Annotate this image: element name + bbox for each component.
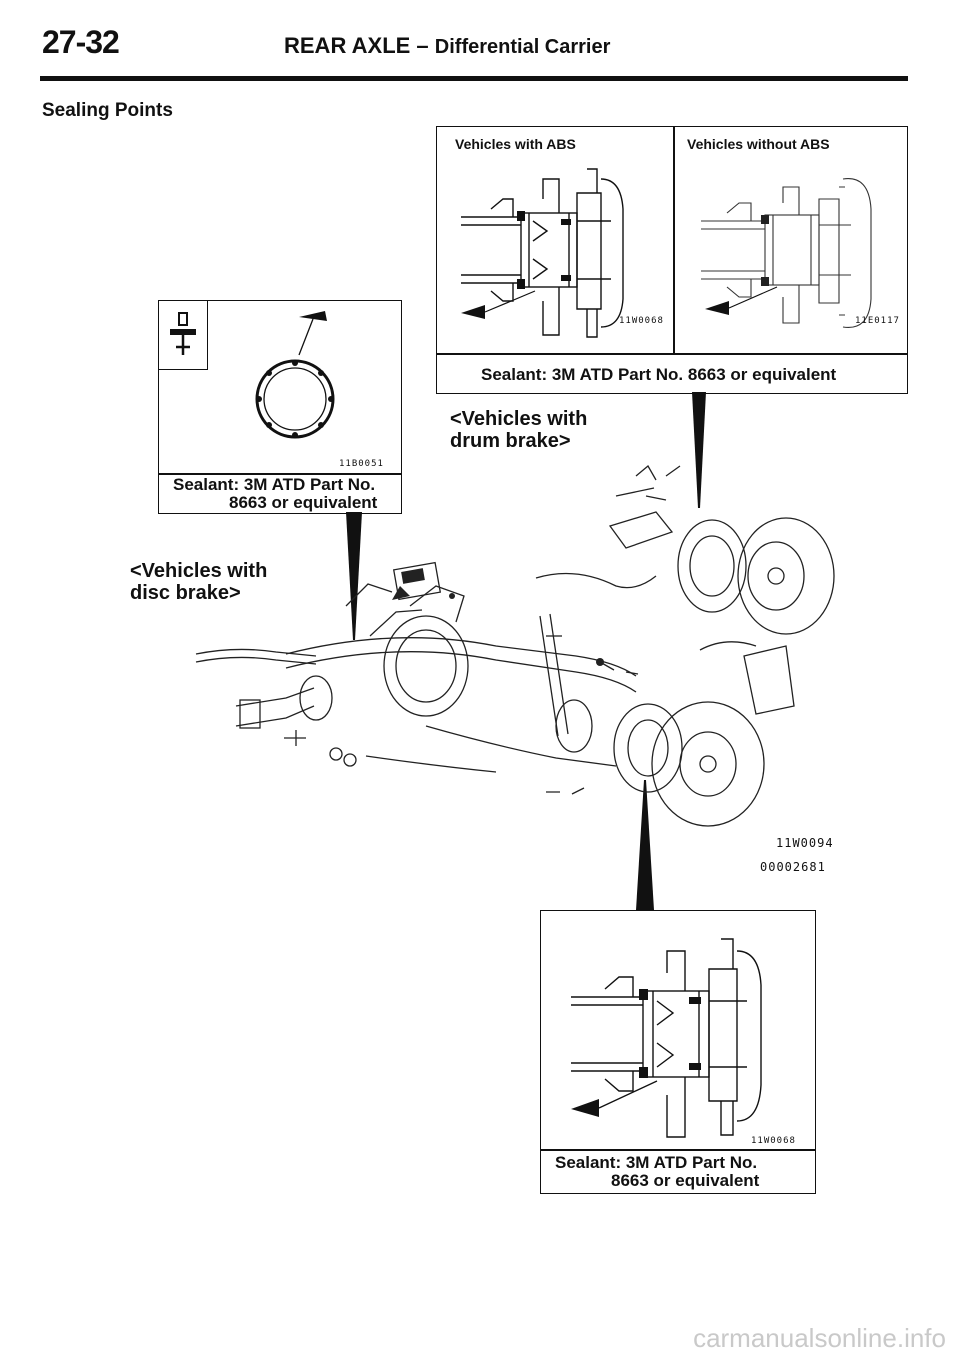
bottom-sealant-line2: 8663 or equivalent bbox=[611, 1171, 760, 1190]
bottom-sealant-line1: Sealant: 3M ATD Part No. bbox=[555, 1153, 758, 1172]
pointer-wedge-bottom bbox=[636, 780, 654, 910]
main-diagram-ref: 00002681 bbox=[760, 860, 826, 874]
cover-panel-tab bbox=[159, 301, 208, 370]
disc-caption-line1: <Vehicles with bbox=[130, 560, 268, 582]
hub-bottom-drawing bbox=[571, 938, 762, 1138]
page-header-title: REAR AXLE – Differential Carrier bbox=[284, 33, 610, 59]
header-subtitle: Differential Carrier bbox=[434, 36, 611, 58]
abs-panel-divider-horizontal bbox=[437, 353, 907, 355]
hub-without-abs-drawing bbox=[701, 178, 872, 328]
page-number: 27-32 bbox=[42, 24, 120, 60]
pointer-wedge-left bbox=[346, 512, 362, 640]
drum-caption-line2: drum brake> bbox=[450, 430, 571, 452]
cover-panel-divider bbox=[159, 473, 401, 475]
pointer-wedge-top bbox=[692, 392, 706, 508]
cover-code: 11B0051 bbox=[339, 459, 384, 469]
abs-panel-sealant: Sealant: 3M ATD Part No. 8663 or equival… bbox=[481, 365, 837, 384]
bottom-hub-code: 11W0068 bbox=[751, 1136, 796, 1146]
cover-panel: 11B0051 Sealant: 3M ATD Part No. 8663 or… bbox=[158, 300, 402, 514]
bottom-hub-panel: 11W0068 Sealant: 3M ATD Part No. 8663 or… bbox=[540, 910, 816, 1194]
without-abs-label: Vehicles without ABS bbox=[687, 136, 830, 152]
cover-sealant-line1: Sealant: 3M ATD Part No. bbox=[173, 475, 376, 494]
drum-caption-line1: <Vehicles with bbox=[450, 408, 588, 430]
sealant-tube-icon bbox=[170, 312, 196, 355]
with-abs-code: 11W0068 bbox=[619, 316, 664, 326]
bottom-panel-divider bbox=[541, 1149, 815, 1151]
disc-caption-line2: disc brake> bbox=[130, 582, 241, 604]
rear-axle-exploded-diagram bbox=[195, 465, 835, 827]
header-title-main: REAR AXLE bbox=[284, 33, 411, 58]
cover-sealant-line2: 8663 or equivalent bbox=[229, 493, 378, 512]
drum-brake-caption: <Vehicles with drum brake> bbox=[450, 408, 587, 452]
main-diagram-code: 11W0094 bbox=[776, 836, 834, 850]
without-abs-code: 11E0117 bbox=[855, 316, 900, 326]
disc-brake-caption: <Vehicles with disc brake> bbox=[130, 560, 267, 604]
hub-with-abs-drawing bbox=[461, 168, 624, 338]
abs-panel: Vehicles with ABS Vehicles without ABS 1… bbox=[436, 126, 908, 394]
header-title-dash: – bbox=[410, 33, 435, 58]
section-title: Sealing Points bbox=[42, 100, 173, 121]
with-abs-label: Vehicles with ABS bbox=[455, 136, 576, 152]
cover-gasket-drawing bbox=[255, 311, 335, 439]
header-rule bbox=[40, 76, 908, 81]
abs-panel-divider-vertical bbox=[673, 127, 675, 353]
watermark: carmanualsonline.info bbox=[693, 1323, 946, 1353]
